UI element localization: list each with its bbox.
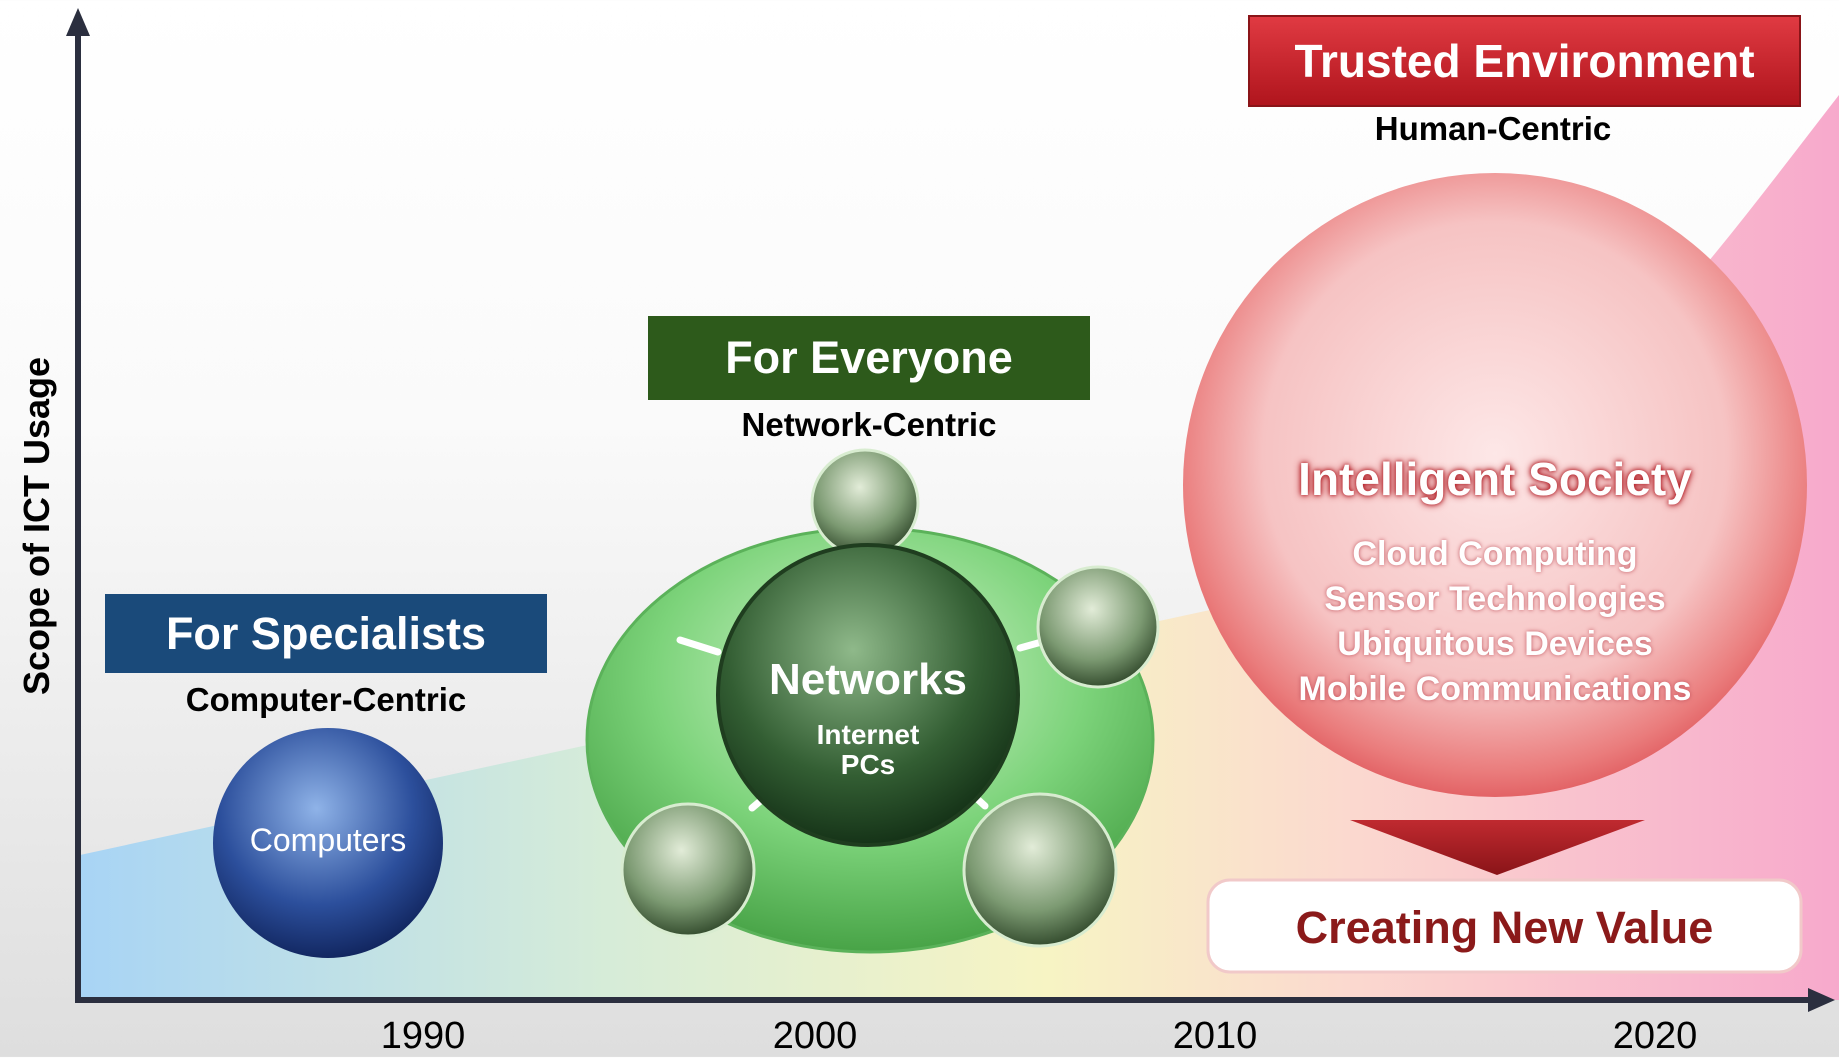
network-item-internet: Internet <box>816 719 920 750</box>
creating-new-value-label: Creating New Value <box>1295 902 1714 953</box>
network-item-pcs: PCs <box>840 749 896 780</box>
trusted-subtitle: Human-Centric <box>1374 110 1612 147</box>
value-box-bg <box>1206 878 1803 974</box>
down-arrow <box>1350 820 1645 875</box>
year-label-2000: 2000 <box>772 1015 858 1057</box>
specialists-title-box: For Specialists <box>105 594 547 673</box>
satellite-sphere-bottom-left <box>620 802 756 938</box>
everyone-title-box: For Everyone <box>648 316 1090 400</box>
everyone-subtitle: Network-Centric <box>741 406 997 443</box>
year-label-2020: 2020 <box>1612 1015 1698 1057</box>
y-axis-arrow <box>66 8 90 36</box>
trusted-title-box: Trusted Environment <box>1248 15 1801 107</box>
year-label-1990: 1990 <box>380 1015 466 1057</box>
intelligent-society-label: Intelligent Society <box>1298 453 1692 505</box>
networks-sphere <box>716 543 1020 847</box>
specialists-subtitle: Computer-Centric <box>185 681 467 718</box>
trusted-item-sensor-technologies: Sensor Technologies <box>1324 580 1666 618</box>
trusted-item-mobile-communications: Mobile Communications <box>1298 670 1692 708</box>
satellite-sphere-bottom-right <box>962 792 1118 948</box>
trusted-item-ubiquitous-devices: Ubiquitous Devices <box>1337 625 1653 663</box>
satellite-sphere-right <box>1036 565 1160 689</box>
year-label-2010: 2010 <box>1172 1015 1258 1057</box>
x-axis-arrow <box>1808 988 1835 1012</box>
y-axis-label: Scope of ICT Usage <box>16 356 57 696</box>
computers-label: Computers <box>249 822 407 858</box>
computers-sphere <box>213 728 443 958</box>
satellite-sphere-top <box>810 448 920 558</box>
trusted-item-cloud-computing: Cloud Computing <box>1352 535 1638 573</box>
networks-label: Networks <box>768 655 968 704</box>
intelligent-society-sphere <box>1183 173 1807 797</box>
